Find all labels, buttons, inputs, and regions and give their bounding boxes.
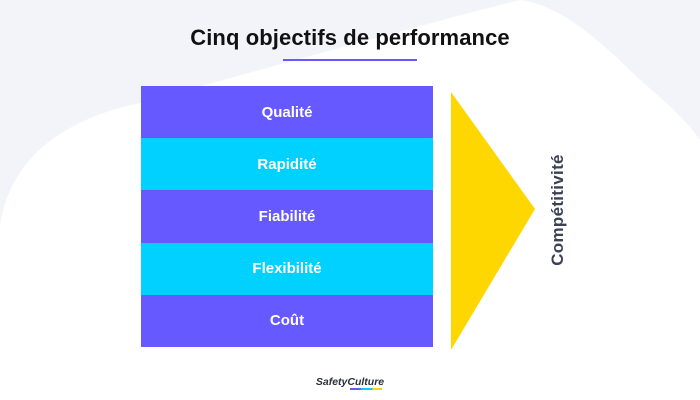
logo-wordmark: SafetyCulture xyxy=(315,376,385,388)
brand-logo: SafetyCulture xyxy=(0,372,700,390)
title-underline xyxy=(283,59,417,61)
objective-quality: Qualité xyxy=(141,86,433,139)
objective-cost: Coût xyxy=(141,294,433,348)
objective-label: Coût xyxy=(269,312,305,330)
arrow-triangle-icon xyxy=(451,92,535,350)
objective-speed: Rapidité xyxy=(141,138,433,191)
logo-underline xyxy=(349,388,383,390)
objective-label: Flexibilité xyxy=(252,260,322,278)
objective-label: Qualité xyxy=(261,103,313,121)
objective-flexibility: Flexibilité xyxy=(141,242,433,295)
result-label: Compétitivité xyxy=(548,154,567,266)
objective-label: Rapidité xyxy=(257,155,317,173)
objective-label: Fiabilité xyxy=(258,208,316,225)
diagram-title: Cinq objectifs de performance xyxy=(190,25,510,50)
logo-text: SafetyCulture xyxy=(315,376,385,390)
objectives-stack: Qualité Rapidité Fiabilité Flexibilité C… xyxy=(141,86,433,348)
objective-dependability: Fiabilité xyxy=(141,190,433,243)
